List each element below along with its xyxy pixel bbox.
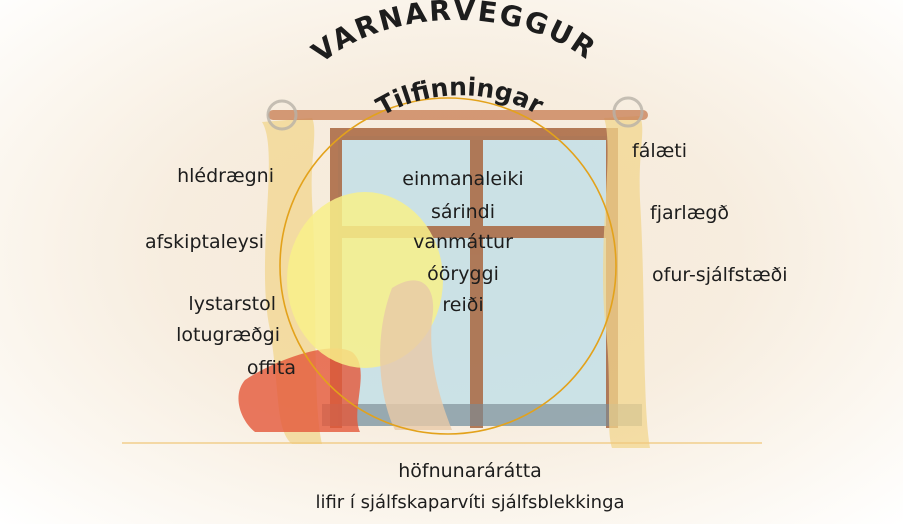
bottom-word-2: lifir í sjálfskaparvíti sjálfsblekkinga (315, 494, 624, 512)
title-arc: VARNARVEGGUR (306, 0, 603, 69)
left-word-4: lotugræðgi (176, 326, 280, 345)
curtain-right (603, 116, 650, 448)
page-title: VARNARVEGGUR (306, 0, 603, 69)
inner-word-2: sárindi (431, 203, 495, 222)
left-word-1: hlédrægni (177, 167, 274, 186)
right-word-2: fjarlægð (650, 204, 729, 223)
left-word-5: offita (247, 359, 296, 378)
right-word-3: ofur-sjálfstæði (652, 266, 788, 285)
curtain-rod (268, 110, 648, 120)
bottom-word-1: höfnunarárátta (398, 462, 542, 481)
inner-word-5: reiði (442, 296, 483, 315)
inner-word-3: vanmáttur (413, 233, 513, 252)
inner-word-4: óöryggi (427, 265, 499, 284)
right-word-1: fálæti (632, 142, 687, 161)
left-word-2: afskiptaleysi (145, 233, 264, 252)
inner-word-1: einmanaleiki (402, 170, 523, 189)
left-word-3: lystarstol (188, 295, 276, 314)
